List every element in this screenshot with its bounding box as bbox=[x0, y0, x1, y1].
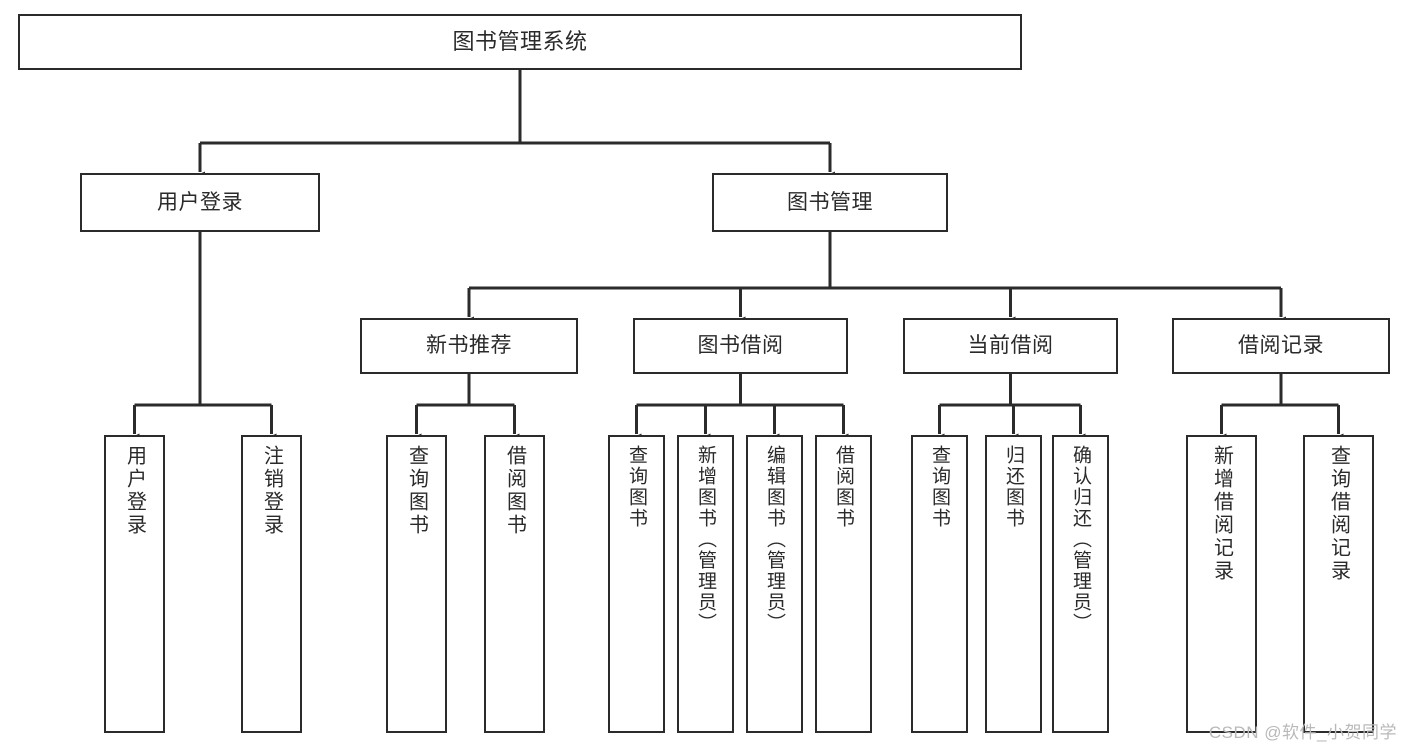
node-leaf-add-record[interactable]: 新增借阅记录 bbox=[1186, 435, 1257, 733]
node-leaf-return-book[interactable]: 归还图书 bbox=[985, 435, 1042, 733]
node-leaf-borrow-book-2[interactable]: 借阅图书 bbox=[815, 435, 872, 733]
node-book-borrow-label: 图书借阅 bbox=[697, 334, 784, 358]
node-leaf-edit-book[interactable]: 编辑图书（管理员） bbox=[746, 435, 803, 733]
node-book-manage-label: 图书管理 bbox=[787, 190, 873, 214]
node-leaf-add-book-label: 新增图书（管理员） bbox=[695, 445, 716, 634]
node-leaf-confirm-return[interactable]: 确认归还（管理员） bbox=[1052, 435, 1109, 733]
node-leaf-confirm-return-label: 确认归还（管理员） bbox=[1070, 445, 1091, 634]
node-leaf-logout-login-label: 注销登录 bbox=[260, 445, 283, 537]
node-leaf-add-book[interactable]: 新增图书（管理员） bbox=[677, 435, 734, 733]
node-leaf-return-book-label: 归还图书 bbox=[1003, 445, 1024, 529]
node-leaf-query-book-3-label: 查询图书 bbox=[929, 445, 950, 529]
node-leaf-logout-login[interactable]: 注销登录 bbox=[241, 435, 302, 733]
node-leaf-user-login-label: 用户登录 bbox=[123, 445, 146, 537]
node-current-borrow[interactable]: 当前借阅 bbox=[903, 318, 1118, 374]
node-root-label: 图书管理系统 bbox=[452, 28, 588, 54]
node-borrow-record-label: 借阅记录 bbox=[1238, 334, 1324, 358]
node-current-borrow-label: 当前借阅 bbox=[967, 334, 1054, 358]
node-leaf-borrow-book-2-label: 借阅图书 bbox=[833, 445, 854, 529]
node-leaf-query-record[interactable]: 查询借阅记录 bbox=[1303, 435, 1374, 733]
node-leaf-query-book-2-label: 查询图书 bbox=[626, 445, 647, 529]
node-leaf-query-record-label: 查询借阅记录 bbox=[1327, 445, 1350, 583]
node-root[interactable]: 图书管理系统 bbox=[18, 14, 1022, 70]
node-leaf-borrow-book-1[interactable]: 借阅图书 bbox=[484, 435, 545, 733]
node-book-borrow[interactable]: 图书借阅 bbox=[633, 318, 848, 374]
node-leaf-query-book-1[interactable]: 查询图书 bbox=[386, 435, 447, 733]
node-leaf-user-login[interactable]: 用户登录 bbox=[104, 435, 165, 733]
node-user-login[interactable]: 用户登录 bbox=[80, 173, 320, 232]
node-user-login-label: 用户登录 bbox=[157, 190, 243, 214]
node-new-book-rec-label: 新书推荐 bbox=[426, 334, 512, 358]
node-leaf-edit-book-label: 编辑图书（管理员） bbox=[764, 445, 785, 634]
node-leaf-query-book-2[interactable]: 查询图书 bbox=[608, 435, 665, 733]
node-leaf-borrow-book-1-label: 借阅图书 bbox=[503, 445, 526, 537]
node-leaf-add-record-label: 新增借阅记录 bbox=[1210, 445, 1233, 583]
csdn-watermark: CSDN @软件_小贺同学 bbox=[1208, 723, 1397, 742]
node-leaf-query-book-3[interactable]: 查询图书 bbox=[911, 435, 968, 733]
node-leaf-query-book-1-label: 查询图书 bbox=[405, 445, 428, 537]
node-book-manage[interactable]: 图书管理 bbox=[712, 173, 948, 232]
node-new-book-rec[interactable]: 新书推荐 bbox=[360, 318, 578, 374]
node-borrow-record[interactable]: 借阅记录 bbox=[1172, 318, 1390, 374]
